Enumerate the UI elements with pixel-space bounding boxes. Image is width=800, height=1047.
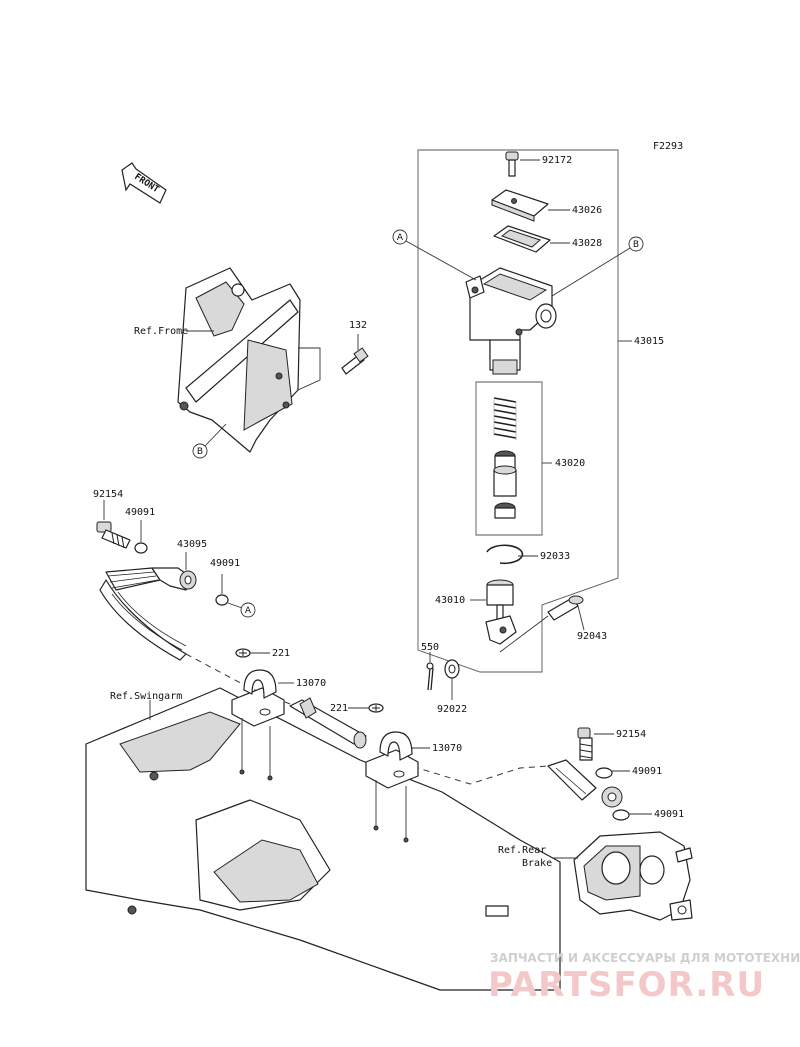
label-49091-b: 49091 [210, 558, 240, 569]
front-arrow-icon: FRONT [121, 162, 167, 204]
label-43015: 43015 [634, 336, 664, 347]
diaphragm-43028 [493, 225, 551, 253]
screw-221-b [368, 703, 384, 713]
washer-49091-d [612, 809, 630, 821]
master-cylinder-body [465, 267, 557, 375]
label-49091-d: 49091 [654, 809, 684, 820]
watermark-brand: PARTSFOR.RU [488, 965, 765, 1005]
ref-rear-brake-label-2: Brake [522, 858, 552, 869]
label-92043: 92043 [577, 631, 607, 642]
callout-b-label: B [633, 240, 639, 250]
screw-92172 [505, 151, 519, 177]
washer-49091-b [215, 594, 229, 606]
label-132: 132 [349, 320, 367, 331]
clamp-13070-a [231, 669, 285, 727]
frame-section [177, 267, 301, 453]
callout-b-frame [192, 443, 208, 459]
circlip-92033 [486, 544, 524, 565]
screw-221-a [235, 648, 251, 658]
callout-b-frame-label: B [197, 447, 203, 457]
pin-92043 [547, 595, 584, 621]
watermark-tagline: ЗАПЧАСТИ И АКСЕССУАРЫ ДЛЯ МОТОТЕХНИКИ [490, 951, 800, 965]
label-43028: 43028 [572, 238, 602, 249]
push-rod-43010 [485, 579, 517, 645]
label-92033: 92033 [540, 551, 570, 562]
lower-hose-end [547, 759, 623, 808]
label-43010: 43010 [435, 595, 465, 606]
diagram-code: F2293 [653, 141, 683, 152]
washer-49091-c [595, 767, 613, 779]
label-49091-c: 49091 [632, 766, 662, 777]
assembly-bracket-43015 [417, 149, 619, 673]
label-13070-a: 13070 [296, 678, 326, 689]
label-92154-top: 92154 [93, 489, 123, 500]
label-43026: 43026 [572, 205, 602, 216]
callout-a-label: A [397, 233, 404, 243]
callout-a [392, 229, 408, 245]
brake-hose-43095 [99, 567, 197, 661]
label-13070-b: 13070 [432, 743, 462, 754]
callout-b [628, 236, 644, 252]
label-92172: 92172 [542, 155, 572, 166]
piston-cup [494, 450, 516, 469]
swingarm [85, 687, 561, 991]
bracket-43020 [475, 381, 543, 536]
washer-49091-a [134, 542, 148, 554]
label-43020: 43020 [555, 458, 585, 469]
callout-a-hose [240, 602, 256, 618]
hose-route-lower [391, 759, 549, 785]
label-49091-a: 49091 [125, 507, 155, 518]
piston-seal [494, 502, 516, 519]
spring [493, 397, 517, 440]
banjo-bolt-92154-bottom [577, 727, 593, 761]
label-550: 550 [421, 642, 439, 653]
label-221-b: 221 [330, 703, 348, 714]
reservoir-cap-43026 [491, 189, 549, 222]
banjo-bolt-92154-top [96, 521, 131, 549]
label-92154-bottom: 92154 [616, 729, 646, 740]
label-221-a: 221 [272, 648, 290, 659]
cotter-pin-550 [426, 662, 434, 691]
hose-fitting [289, 697, 367, 749]
piston [493, 465, 517, 497]
bolt-132 [341, 347, 369, 375]
label-92022: 92022 [437, 704, 467, 715]
ref-rear-brake-label-1: Ref.Rear [498, 845, 546, 856]
callout-a-hose-label: A [245, 606, 252, 616]
ref-swingarm-label: Ref.Swingarm [110, 691, 182, 702]
clamp-13070-b [365, 731, 419, 789]
label-43095: 43095 [177, 539, 207, 550]
rear-brake-caliper [573, 831, 693, 921]
ref-frame-label: Ref.Frome [134, 326, 188, 337]
